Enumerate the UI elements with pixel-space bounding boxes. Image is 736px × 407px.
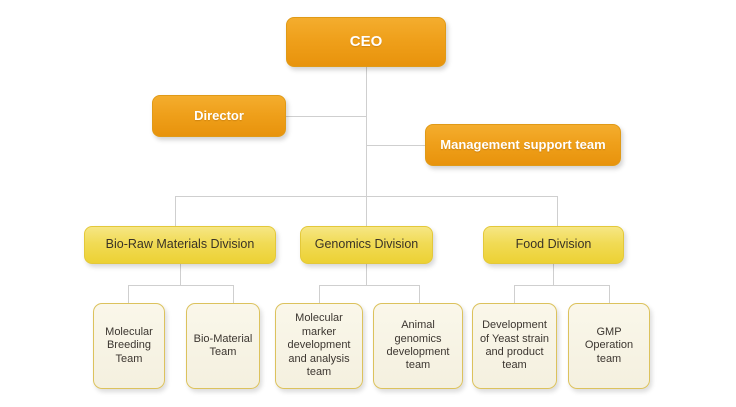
node-team-animal-genomics[interactable]: Animal genomics development team <box>373 303 463 389</box>
node-division-bio-raw-materials[interactable]: Bio-Raw Materials Division <box>84 226 276 264</box>
connector-div2-leg-1 <box>319 285 320 303</box>
connector-div1-leg-2 <box>233 285 234 303</box>
connector-div2-bar <box>319 285 419 286</box>
node-director[interactable]: Director <box>152 95 286 137</box>
node-team-molecular-marker[interactable]: Molecular marker development and analysi… <box>275 303 363 389</box>
node-team-gmp-operation[interactable]: GMP Operation team <box>568 303 650 389</box>
connector-ceo-stem <box>366 67 367 197</box>
connector-div1-leg-1 <box>128 285 129 303</box>
connector-div2-stem <box>366 263 367 285</box>
node-division-genomics-label: Genomics Division <box>314 237 419 252</box>
connector-div3-leg-2 <box>609 285 610 303</box>
node-division-bio-raw-materials-label: Bio-Raw Materials Division <box>105 237 255 252</box>
node-team-yeast-strain-product[interactable]: Development of Yeast strain and product … <box>472 303 557 389</box>
connector-div3-bar <box>514 285 609 286</box>
connector-div2-leg-2 <box>419 285 420 303</box>
connector-division-leg-3 <box>557 196 558 226</box>
connector-div3-stem <box>553 263 554 285</box>
node-team-molecular-breeding-label: Molecular Breeding Team <box>105 325 153 365</box>
connector-ceo-management <box>366 145 426 146</box>
node-management-support-team[interactable]: Management support team <box>425 124 621 166</box>
node-division-genomics[interactable]: Genomics Division <box>300 226 433 264</box>
node-ceo[interactable]: CEO <box>286 17 446 67</box>
node-division-food[interactable]: Food Division <box>483 226 624 264</box>
connector-division-leg-2 <box>366 196 367 226</box>
connector-div1-stem <box>180 263 181 285</box>
node-ceo-label: CEO <box>349 32 383 50</box>
connector-div3-leg-1 <box>514 285 515 303</box>
node-team-molecular-marker-label: Molecular marker development and analysi… <box>287 312 351 379</box>
node-director-label: Director <box>194 108 244 124</box>
node-team-molecular-breeding[interactable]: Molecular Breeding Team <box>93 303 165 389</box>
node-division-food-label: Food Division <box>515 237 592 252</box>
node-team-gmp-operation-label: GMP Operation team <box>584 325 634 365</box>
node-team-yeast-strain-product-label: Development of Yeast strain and product … <box>479 319 550 372</box>
node-management-support-team-label: Management support team <box>440 137 606 153</box>
connector-ceo-director <box>286 116 367 117</box>
node-team-bio-material-label: Bio-Material Team <box>193 332 253 358</box>
connector-division-leg-1 <box>175 196 176 226</box>
connector-div1-bar <box>128 285 233 286</box>
node-team-animal-genomics-label: Animal genomics development team <box>386 319 450 372</box>
node-team-bio-material[interactable]: Bio-Material Team <box>186 303 260 389</box>
